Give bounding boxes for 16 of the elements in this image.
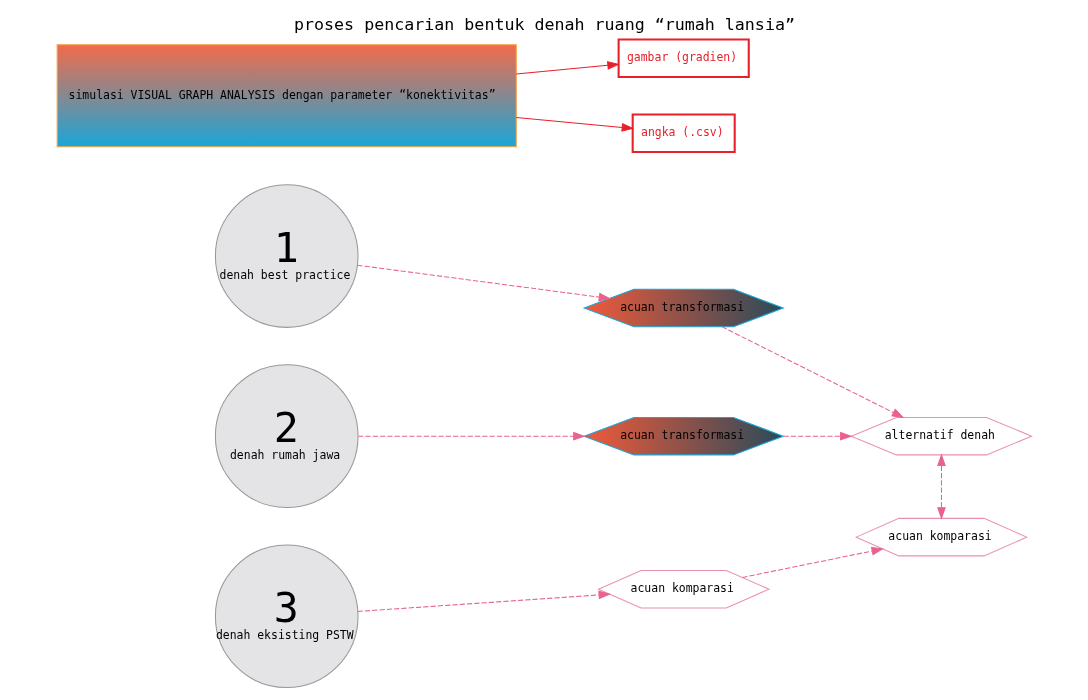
node-circle: 1 denah best practice bbox=[214, 184, 359, 328]
arrow bbox=[515, 116, 634, 132]
arrow bbox=[782, 431, 853, 441]
diagram-title: proses pencarian bentuk denah ruang “rumah lansia” bbox=[293, 14, 795, 34]
node-box: angka (.csv) bbox=[631, 113, 736, 153]
arrow bbox=[356, 590, 611, 612]
arrow bbox=[515, 61, 620, 75]
node-circle: 3 denah eksisting PSTW bbox=[214, 544, 359, 689]
arrow bbox=[741, 546, 884, 578]
arrow bbox=[357, 431, 586, 441]
arrow bbox=[721, 326, 904, 419]
arrow bbox=[356, 264, 611, 302]
node-box: simulasi VISUAL GRAPH ANALYSIS dengan parameter “konektivitas” bbox=[56, 44, 517, 148]
node-box: gambar (gradien) bbox=[617, 38, 750, 79]
arrow bbox=[936, 453, 946, 520]
node-circle: 2 denah rumah jawa bbox=[214, 364, 359, 508]
